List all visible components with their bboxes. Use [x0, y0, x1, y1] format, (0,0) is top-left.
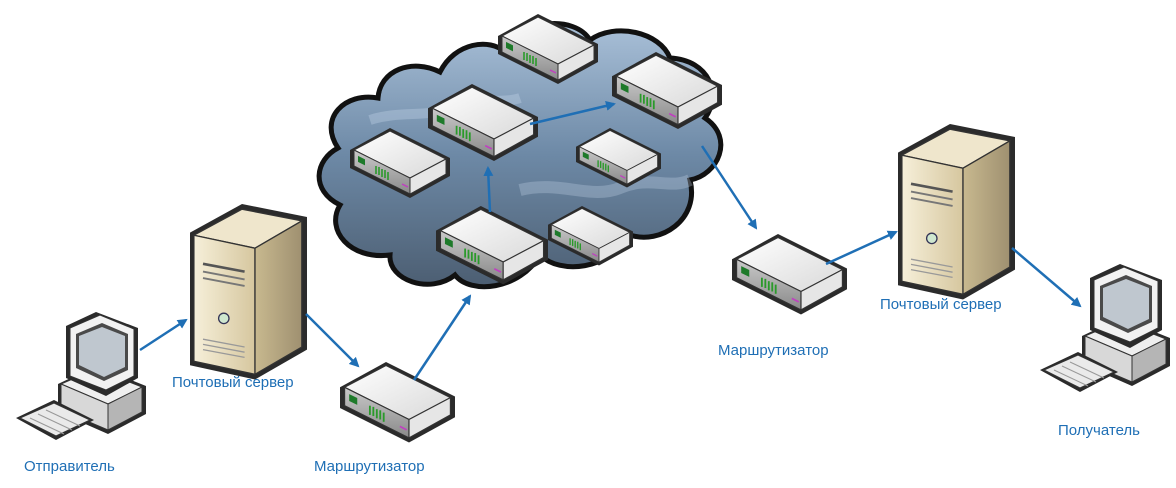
- arrow-router-to-cloud: [412, 294, 472, 381]
- flow-arrows: [139, 100, 1082, 381]
- mail-server-right-label: Почтовый сервер: [880, 296, 1002, 313]
- router-left-icon: [339, 361, 456, 444]
- router-left-label: Маршрутизатор: [314, 458, 425, 475]
- arrow-cloud-up: [483, 166, 494, 213]
- router-right-label: Маршрутизатор: [718, 342, 829, 359]
- mail-server-right-icon: [896, 122, 1017, 301]
- mail-server-left-icon: [188, 202, 309, 381]
- mail-server-left-label: Почтовый сервер: [172, 374, 294, 391]
- arrow-sender-to-server: [139, 318, 188, 352]
- sender-computer-icon: [15, 311, 147, 441]
- recipient-computer-icon: [1039, 263, 1171, 393]
- router-right-icon: [731, 233, 848, 316]
- recipient-label: Получатель: [1058, 422, 1140, 439]
- arrow-router-to-server: [825, 230, 898, 266]
- sender-label: Отправитель: [24, 458, 115, 475]
- arrow-cloud-to-router: [700, 145, 758, 230]
- arrow-cloud-right: [529, 100, 616, 126]
- arrow-server-to-router: [305, 313, 360, 368]
- arrow-server-to-recipient: [1011, 247, 1082, 308]
